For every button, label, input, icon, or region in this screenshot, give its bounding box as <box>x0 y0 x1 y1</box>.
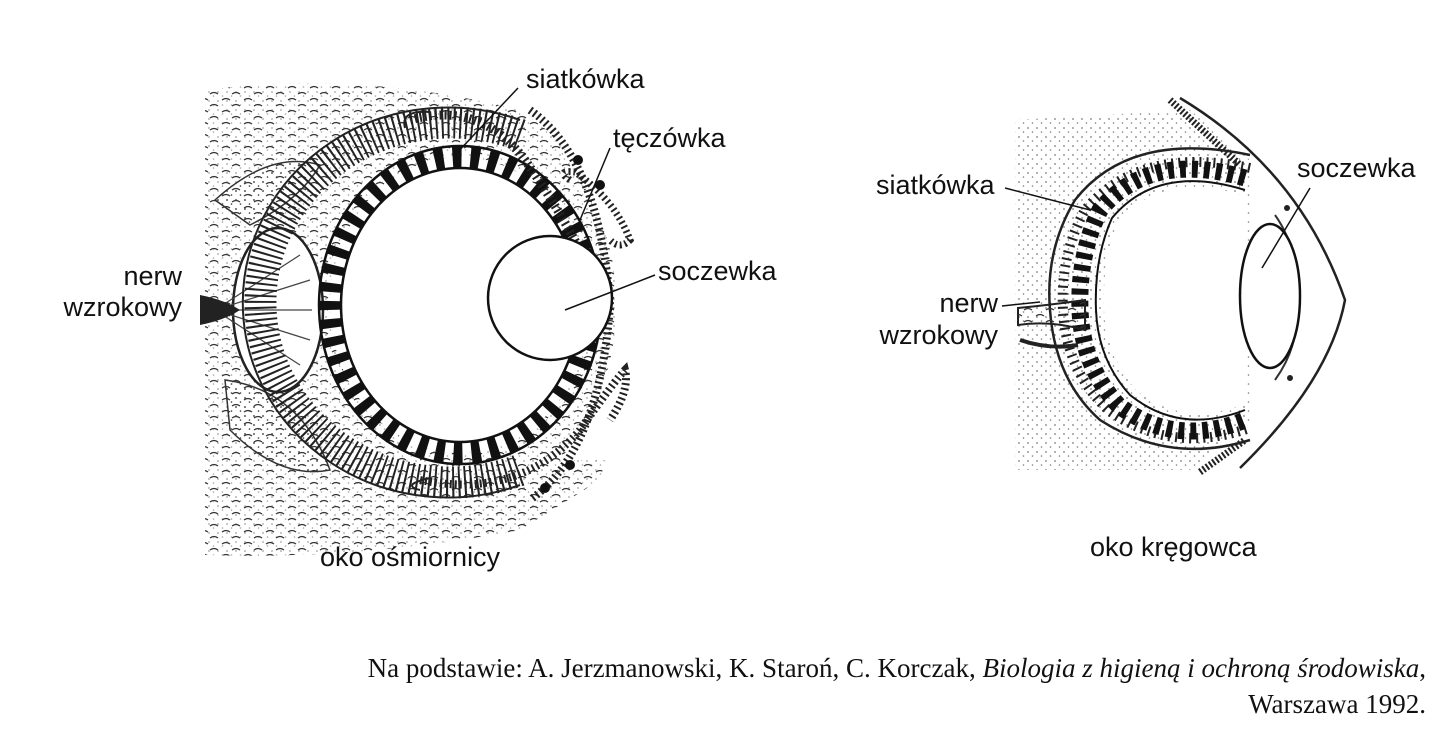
source-prefix: Na podstawie: A. Jerzmanowski, K. Staroń… <box>367 653 983 683</box>
vertebrate-label-retina: siatkówka <box>876 170 995 200</box>
octopus-optic-nerve <box>200 295 240 325</box>
octopus-eye-drawing <box>200 83 656 556</box>
source-line2: Warszawa 1992. <box>1248 689 1426 719</box>
octopus-label-iris: tęczówka <box>613 123 726 153</box>
vertebrate-retina <box>1071 160 1249 440</box>
source-citation: Na podstawie: A. Jerzmanowski, K. Staroń… <box>368 650 1426 722</box>
vertebrate-label-nerve-line2: wzrokowy <box>879 320 998 350</box>
vertebrate-label-nerve-line1: nerw <box>939 288 998 318</box>
vertebrate-label-lens: soczewka <box>1297 153 1416 183</box>
vertebrate-optic-nerve <box>1017 298 1086 332</box>
octopus-iris <box>560 168 635 249</box>
octopus-lens <box>486 234 614 362</box>
source-title: Biologia z higieną i ochroną środowiska <box>982 653 1420 683</box>
octopus-label-retina: siatkówka <box>526 64 645 94</box>
octopus-label-nerve-line2: wzrokowy <box>63 292 182 322</box>
octopus-label-nerve-line1: nerw <box>123 261 182 291</box>
vertebrate-eye-drawing <box>1001 96 1347 475</box>
source-suffix: , <box>1419 653 1426 683</box>
vertebrate-lens <box>1238 222 1302 370</box>
vertebrate-caption: oko kręgowca <box>1090 532 1257 562</box>
octopus-caption: oko ośmiornicy <box>320 542 501 572</box>
octopus-label-lens: soczewka <box>658 256 777 286</box>
